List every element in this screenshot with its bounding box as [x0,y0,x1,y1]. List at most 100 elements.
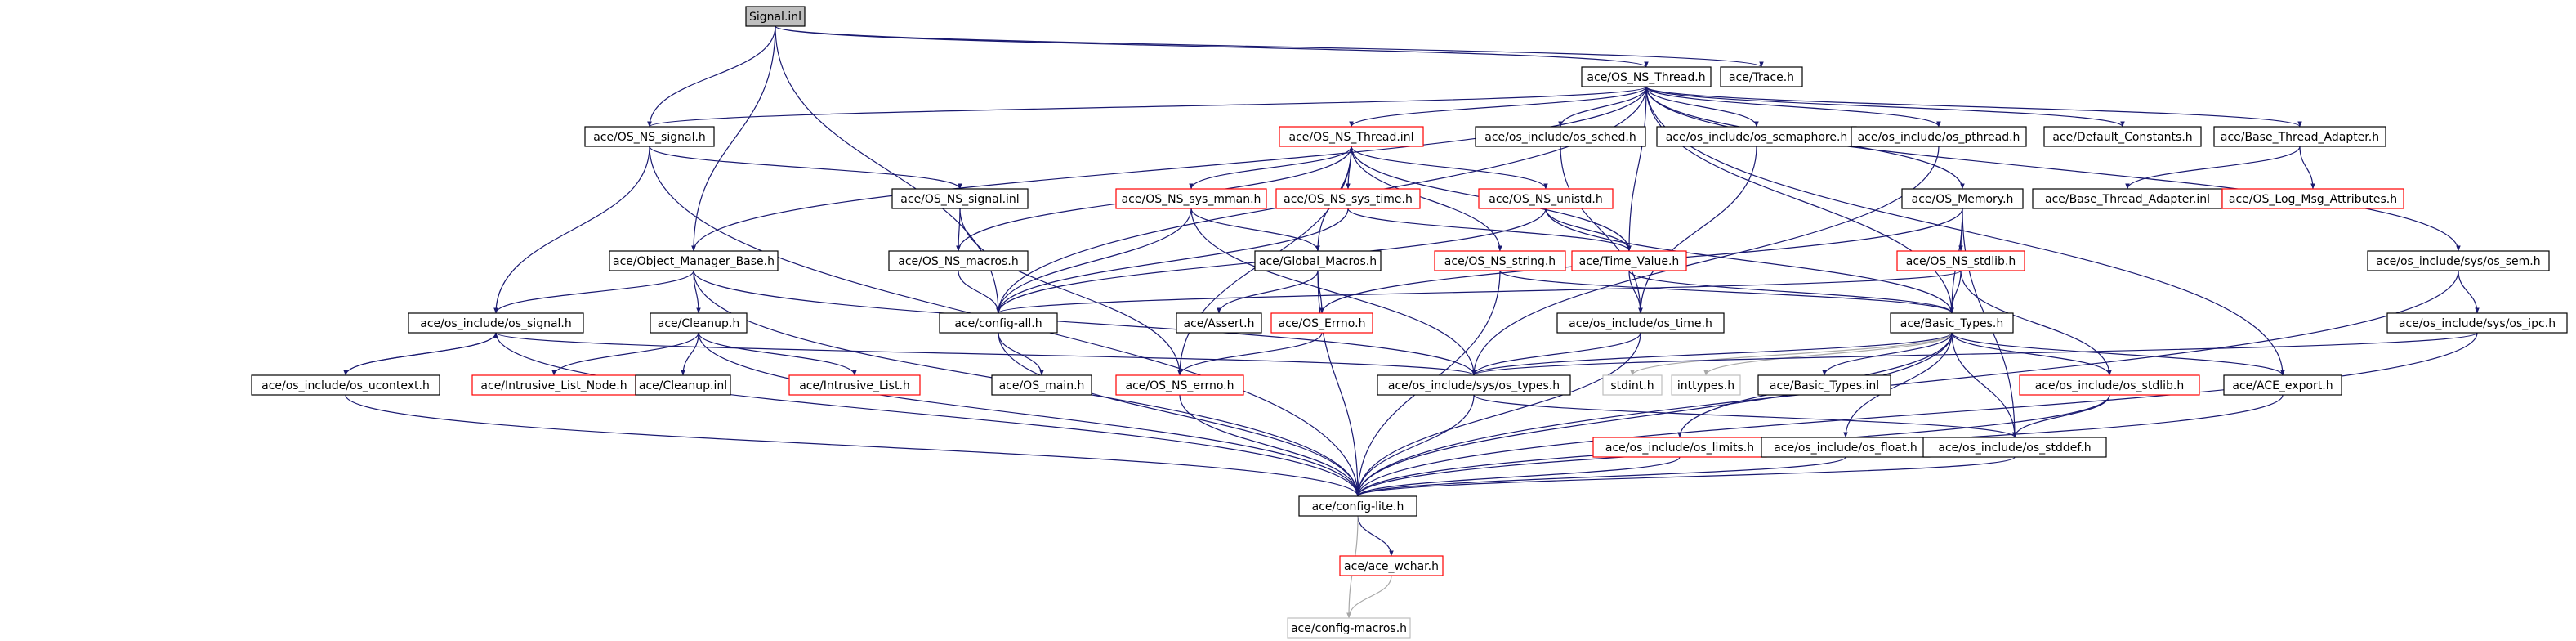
node-config-lite-h[interactable]: ace/config-lite.h [1298,495,1417,517]
node-os-ipc-h[interactable]: ace/os_include/sys/os_ipc.h [2386,312,2568,334]
node-label: ace/os_include/os_pthread.h [1858,131,2020,144]
node-box [1270,312,1373,334]
edge-object-manager-base-h-to-os-types-h [693,270,1476,376]
node-label: ace/Intrusive_List_Node.h [480,379,627,392]
node-os-ns-sys-time-h[interactable]: ace/OS_NS_sys_time.h [1275,188,1421,209]
node-box [1592,437,1767,458]
node-label: ace/OS_NS_signal.h [593,131,706,144]
edge-os-ns-sys-time-h-to-time-value-h [1347,208,1632,252]
node-os-stddef-h[interactable]: ace/os_include/os_stddef.h [1922,437,2107,458]
node-os-errno-h[interactable]: ace/OS_Errno.h [1270,312,1373,334]
node-os-log-msg-attributes-h[interactable]: ace/OS_Log_Msg_Attributes.h [2221,188,2404,209]
edge-base-thread-adapter-h-to-os-log-msg-attributes-h [2299,146,2315,190]
node-box [584,126,715,147]
node-box [635,374,731,396]
node-os-ns-macros-h[interactable]: ace/OS_NS_macros.h [888,250,1029,271]
node-base-thread-adapter-inl[interactable]: ace/Base_Thread_Adapter.inl [2032,188,2223,209]
node-os-ns-signal-inl[interactable]: ace/OS_NS_signal.inl [891,188,1029,209]
node-label: ace/config-macros.h [1291,622,1407,635]
node-assert-h[interactable]: ace/Assert.h [1176,312,1262,334]
edge-basic-types-h-to-ace-export-h [1951,332,2285,376]
edge-os-signal-h-to-config-lite-h [495,332,1360,497]
node-os-ns-signal-h[interactable]: ace/OS_NS_signal.h [584,126,715,147]
node-box [650,312,748,334]
node-intrusive-list-node-h[interactable]: ace/Intrusive_List_Node.h [471,374,636,396]
node-cleanup-inl[interactable]: ace/Cleanup.inl [635,374,731,396]
node-ace-export-h[interactable]: ace/ACE_export.h [2223,374,2342,396]
edge-os-signal-h-to-os-types-h [495,332,1476,376]
edge-os-ns-sys-mman-h-to-global-macros-h [1190,208,1320,252]
edge-signal-inl-to-os-ns-thread-h [775,25,1649,68]
node-config-all-h[interactable]: ace/config-all.h [939,312,1058,334]
node-label: ace/OS_NS_string.h [1444,255,1556,268]
edge-os-types-h-to-os-stddef-h [1473,394,2017,438]
node-label: ace/os_include/os_time.h [1569,317,1712,330]
node-label: ace/ACE_export.h [2232,379,2333,392]
node-os-main-h[interactable]: ace/OS_main.h [991,374,1092,396]
node-intrusive-list-h[interactable]: ace/Intrusive_List.h [788,374,921,396]
node-os-pthread-h[interactable]: ace/os_include/os_pthread.h [1851,126,2027,147]
edge-os-ns-thread-inl-to-os-ns-sys-mman-h [1189,146,1352,190]
node-os-ns-string-h[interactable]: ace/OS_NS_string.h [1434,250,1566,271]
node-label: ace/Cleanup.inl [639,379,727,392]
edge-os-ns-stdlib-h-to-os-stdlib-h [1960,270,2112,376]
node-box [251,374,440,396]
edge-os-sched-h-to-os-time-h [1560,146,1643,314]
edge-os-ns-thread-h-to-time-value-h [1627,86,1647,252]
node-box [1571,250,1687,271]
node-default-constants-h[interactable]: ace/Default_Constants.h [2043,126,2202,147]
node-ace-wchar-h[interactable]: ace/ace_wchar.h [1339,555,1444,576]
node-global-macros-h[interactable]: ace/Global_Macros.h [1254,250,1382,271]
node-label: ace/os_include/os_ucontext.h [261,379,430,392]
edge-os-ns-thread-inl-to-os-ns-unistd-h [1351,146,1548,190]
node-box [1176,312,1262,334]
node-object-manager-base-h[interactable]: ace/Object_Manager_Base.h [609,250,779,271]
node-os-ns-thread-h[interactable]: ace/OS_NS_Thread.h [1581,66,1712,87]
node-time-value-h[interactable]: ace/Time_Value.h [1571,250,1687,271]
edge-os-ns-errno-h-to-config-lite-h [1179,394,1360,497]
node-label: ace/Base_Thread_Adapter.h [2221,131,2379,144]
edge-os-limits-h-to-config-lite-h [1355,456,1681,497]
node-os-sem-h[interactable]: ace/os_include/sys/os_sem.h [2367,250,2550,271]
node-os-stdlib-h[interactable]: ace/os_include/os_stdlib.h [2019,374,2200,396]
edge-os-ns-unistd-h-to-time-value-h [1545,208,1632,252]
node-label: ace/os_include/sys/os_types.h [1388,379,1560,392]
node-os-semaphore-h[interactable]: ace/os_include/os_semaphore.h [1656,126,1857,147]
node-os-ns-thread-inl[interactable]: ace/OS_NS_Thread.inl [1279,126,1424,147]
edge-global-macros-h-to-assert-h [1217,270,1319,314]
node-os-memory-h[interactable]: ace/OS_Memory.h [1901,188,2024,209]
node-label: ace/OS_main.h [999,379,1085,392]
node-os-float-h[interactable]: ace/os_include/os_float.h [1761,437,1931,458]
node-os-sched-h[interactable]: ace/os_include/os_sched.h [1475,126,1646,147]
edge-basic-types-h-to-config-lite-h [1355,332,1953,497]
edge-os-types-h-to-config-lite-h [1355,394,1475,497]
edge-os-semaphore-h-to-os-time-h [1638,146,1757,314]
node-os-signal-h[interactable]: ace/os_include/os_signal.h [408,312,584,334]
node-trace-h[interactable]: ace/Trace.h [1720,66,1803,87]
node-cleanup-h[interactable]: ace/Cleanup.h [650,312,748,334]
edge-cleanup-h-to-config-lite-h [698,332,1360,497]
node-os-ucontext-h[interactable]: ace/os_include/os_ucontext.h [251,374,440,396]
node-label: ace/os_include/sys/os_sem.h [2376,255,2540,268]
node-box [991,374,1092,396]
node-label: ace/os_include/os_stdlib.h [2035,379,2184,392]
node-basic-types-inl[interactable]: ace/Basic_Types.inl [1757,374,1891,396]
node-base-thread-adapter-h[interactable]: ace/Base_Thread_Adapter.h [2213,126,2386,147]
node-os-limits-h[interactable]: ace/os_include/os_limits.h [1592,437,1767,458]
node-label: ace/os_include/sys/os_ipc.h [2399,317,2556,330]
node-label: ace/Trace.h [1729,71,1794,84]
node-os-ns-sys-mman-h[interactable]: ace/OS_NS_sys_mman.h [1115,188,1267,209]
edge-basic-types-h-to-os-stdlib-h [1951,332,2112,376]
edge-basic-types-h-to-basic-types-inl [1822,332,1953,376]
node-box [1298,495,1417,517]
node-os-time-h[interactable]: ace/os_include/os_time.h [1556,312,1725,334]
node-label: ace/Time_Value.h [1579,255,1680,268]
node-label: ace/OS_NS_errno.h [1125,379,1234,392]
node-basic-types-h[interactable]: ace/Basic_Types.h [1890,312,2014,334]
node-os-types-h[interactable]: ace/os_include/sys/os_types.h [1377,374,1571,396]
edge-os-ns-sys-mman-h-to-os-types-h [1190,208,1476,376]
node-os-ns-errno-h[interactable]: ace/OS_NS_errno.h [1115,374,1244,396]
node-os-ns-stdlib-h[interactable]: ace/OS_NS_stdlib.h [1896,250,2025,271]
node-os-ns-unistd-h[interactable]: ace/OS_NS_unistd.h [1478,188,1614,209]
